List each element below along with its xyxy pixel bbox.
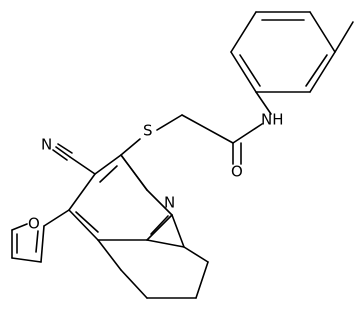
methyl-bond bbox=[334, 21, 354, 53]
bond bbox=[305, 54, 328, 87]
bond bbox=[99, 165, 118, 183]
bond bbox=[239, 54, 261, 87]
bond bbox=[146, 214, 173, 241]
sulfur-label: S bbox=[143, 122, 153, 140]
bond bbox=[146, 239, 185, 248]
pyridine-ring bbox=[68, 154, 173, 241]
bond bbox=[11, 223, 28, 231]
bond bbox=[94, 154, 122, 175]
bond bbox=[146, 189, 173, 216]
bond bbox=[57, 143, 73, 154]
side-chain bbox=[120, 91, 272, 165]
bond bbox=[69, 156, 96, 175]
bond bbox=[156, 114, 183, 131]
bond bbox=[35, 230, 39, 253]
bond bbox=[181, 114, 234, 144]
amide-oxygen-label: O bbox=[231, 163, 243, 181]
bond bbox=[75, 211, 99, 233]
cyclohexane-ring bbox=[97, 214, 209, 299]
bond bbox=[230, 11, 257, 53]
bond bbox=[55, 146, 71, 158]
bond bbox=[230, 51, 257, 93]
bond bbox=[120, 154, 148, 191]
bond bbox=[120, 138, 141, 156]
bond bbox=[171, 214, 185, 248]
bond bbox=[52, 149, 68, 161]
bond bbox=[40, 225, 45, 263]
bond bbox=[309, 51, 336, 93]
furan-oxygen-label: O bbox=[28, 215, 40, 233]
bond bbox=[309, 11, 336, 53]
furan-ring bbox=[11, 209, 70, 263]
bond bbox=[232, 123, 263, 144]
bond bbox=[43, 209, 70, 227]
bond bbox=[255, 91, 272, 115]
bond bbox=[97, 239, 122, 271]
atom-labels: S O NH N N O bbox=[28, 111, 284, 233]
nitrile-nitrogen-label: N bbox=[41, 136, 52, 154]
bond bbox=[68, 173, 96, 211]
bond bbox=[11, 257, 42, 263]
tolyl-ring bbox=[230, 11, 354, 93]
nitrile-group bbox=[52, 143, 96, 175]
bond bbox=[183, 246, 209, 263]
bond bbox=[120, 269, 148, 299]
bond bbox=[68, 209, 99, 241]
pyridine-nitrogen-label: N bbox=[164, 194, 175, 212]
amide-nh-label: NH bbox=[261, 111, 284, 129]
bond bbox=[150, 215, 169, 235]
bond bbox=[195, 261, 209, 299]
